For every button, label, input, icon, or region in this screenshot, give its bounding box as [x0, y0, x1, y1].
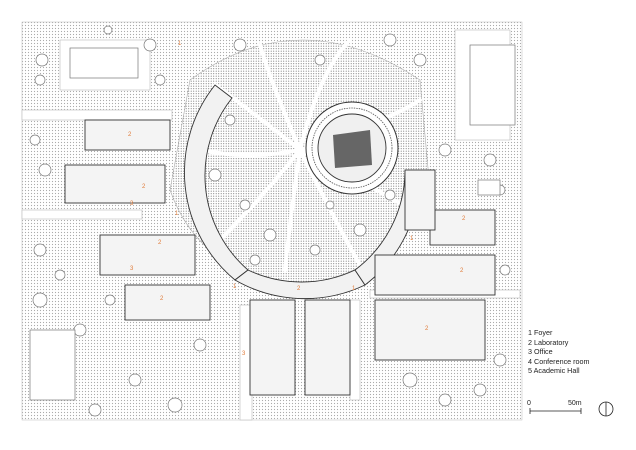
room-number-laboratory: 2: [297, 286, 301, 292]
legend-number: 1: [528, 328, 532, 337]
legend: 1 Foyer 2 Laboratory 3 Office 4 Conferen…: [528, 328, 590, 376]
legend-item-conference-room: 4 Conference room: [528, 357, 590, 367]
legend-number: 5: [528, 366, 532, 376]
north-arrow-icon: [598, 401, 614, 417]
legend-number: 4: [528, 356, 532, 366]
legend-number: 2: [528, 337, 532, 347]
legend-label: Academic Hall: [533, 366, 580, 376]
room-number-office: 3: [242, 351, 246, 357]
room-number-foyer: 1: [175, 211, 179, 217]
legend-item-academic-hall: 5 Academic Hall: [528, 366, 590, 376]
academic-hall: [305, 101, 399, 195]
legend-item-laboratory: 2 Laboratory: [528, 338, 590, 348]
room-number-laboratory: 2: [142, 184, 146, 190]
room-number-laboratory: 2: [160, 296, 164, 302]
neighbour-buildings: [29, 44, 516, 401]
room-number-laboratory: 2: [425, 326, 429, 332]
room-number-laboratory: 2: [460, 268, 464, 274]
scale-start-label: 0: [527, 400, 531, 407]
legend-item-foyer: 1 Foyer: [528, 328, 590, 338]
room-number-office: 3: [130, 201, 134, 207]
building-wings: [64, 119, 496, 396]
legend-item-office: 3 Office: [528, 347, 590, 357]
legend-label: Laboratory: [534, 337, 569, 347]
scale-end-label: 50m: [568, 400, 582, 407]
room-number-foyer: 1: [352, 286, 356, 292]
legend-number: 3: [528, 347, 532, 357]
room-number-foyer: 1: [233, 284, 237, 290]
ring-building: [183, 84, 421, 300]
room-number-office: 3: [130, 266, 134, 272]
room-number-labels: 2 2 2 2 2 2 2 2 3 3 3 1 1 1 1 1: [128, 41, 466, 357]
room-number-laboratory: 2: [128, 132, 132, 138]
room-number-foyer: 1: [410, 236, 414, 242]
legend-label: Office: [534, 347, 553, 357]
room-number-laboratory: 2: [158, 240, 162, 246]
scale-bar: [529, 408, 582, 414]
room-number-foyer: 1: [178, 41, 182, 47]
legend-label: Conference room: [534, 356, 590, 366]
room-number-laboratory: 2: [462, 216, 466, 222]
legend-label: Foyer: [534, 328, 553, 337]
